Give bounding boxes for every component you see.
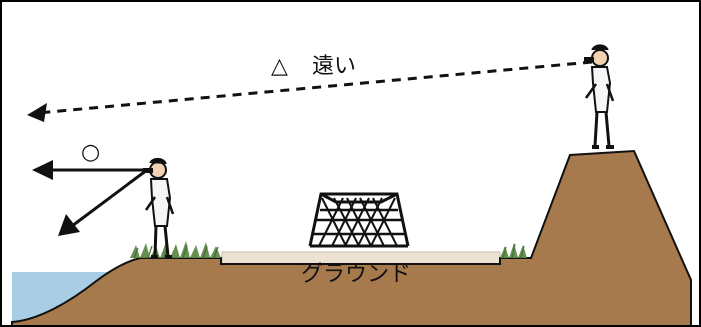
goal-net-icon (308, 192, 410, 248)
near-symbol: ○ (81, 140, 100, 165)
observer-person-icon (143, 157, 175, 259)
near-view-arrows (32, 160, 148, 236)
far-symbol: △ (271, 54, 288, 79)
far-label: 遠い (312, 54, 356, 79)
observer-person-icon (584, 44, 615, 149)
ground-label: グラウンド (301, 262, 411, 287)
grass-right (500, 243, 531, 259)
grass-left (130, 241, 221, 259)
far-view-arrow (27, 60, 593, 122)
